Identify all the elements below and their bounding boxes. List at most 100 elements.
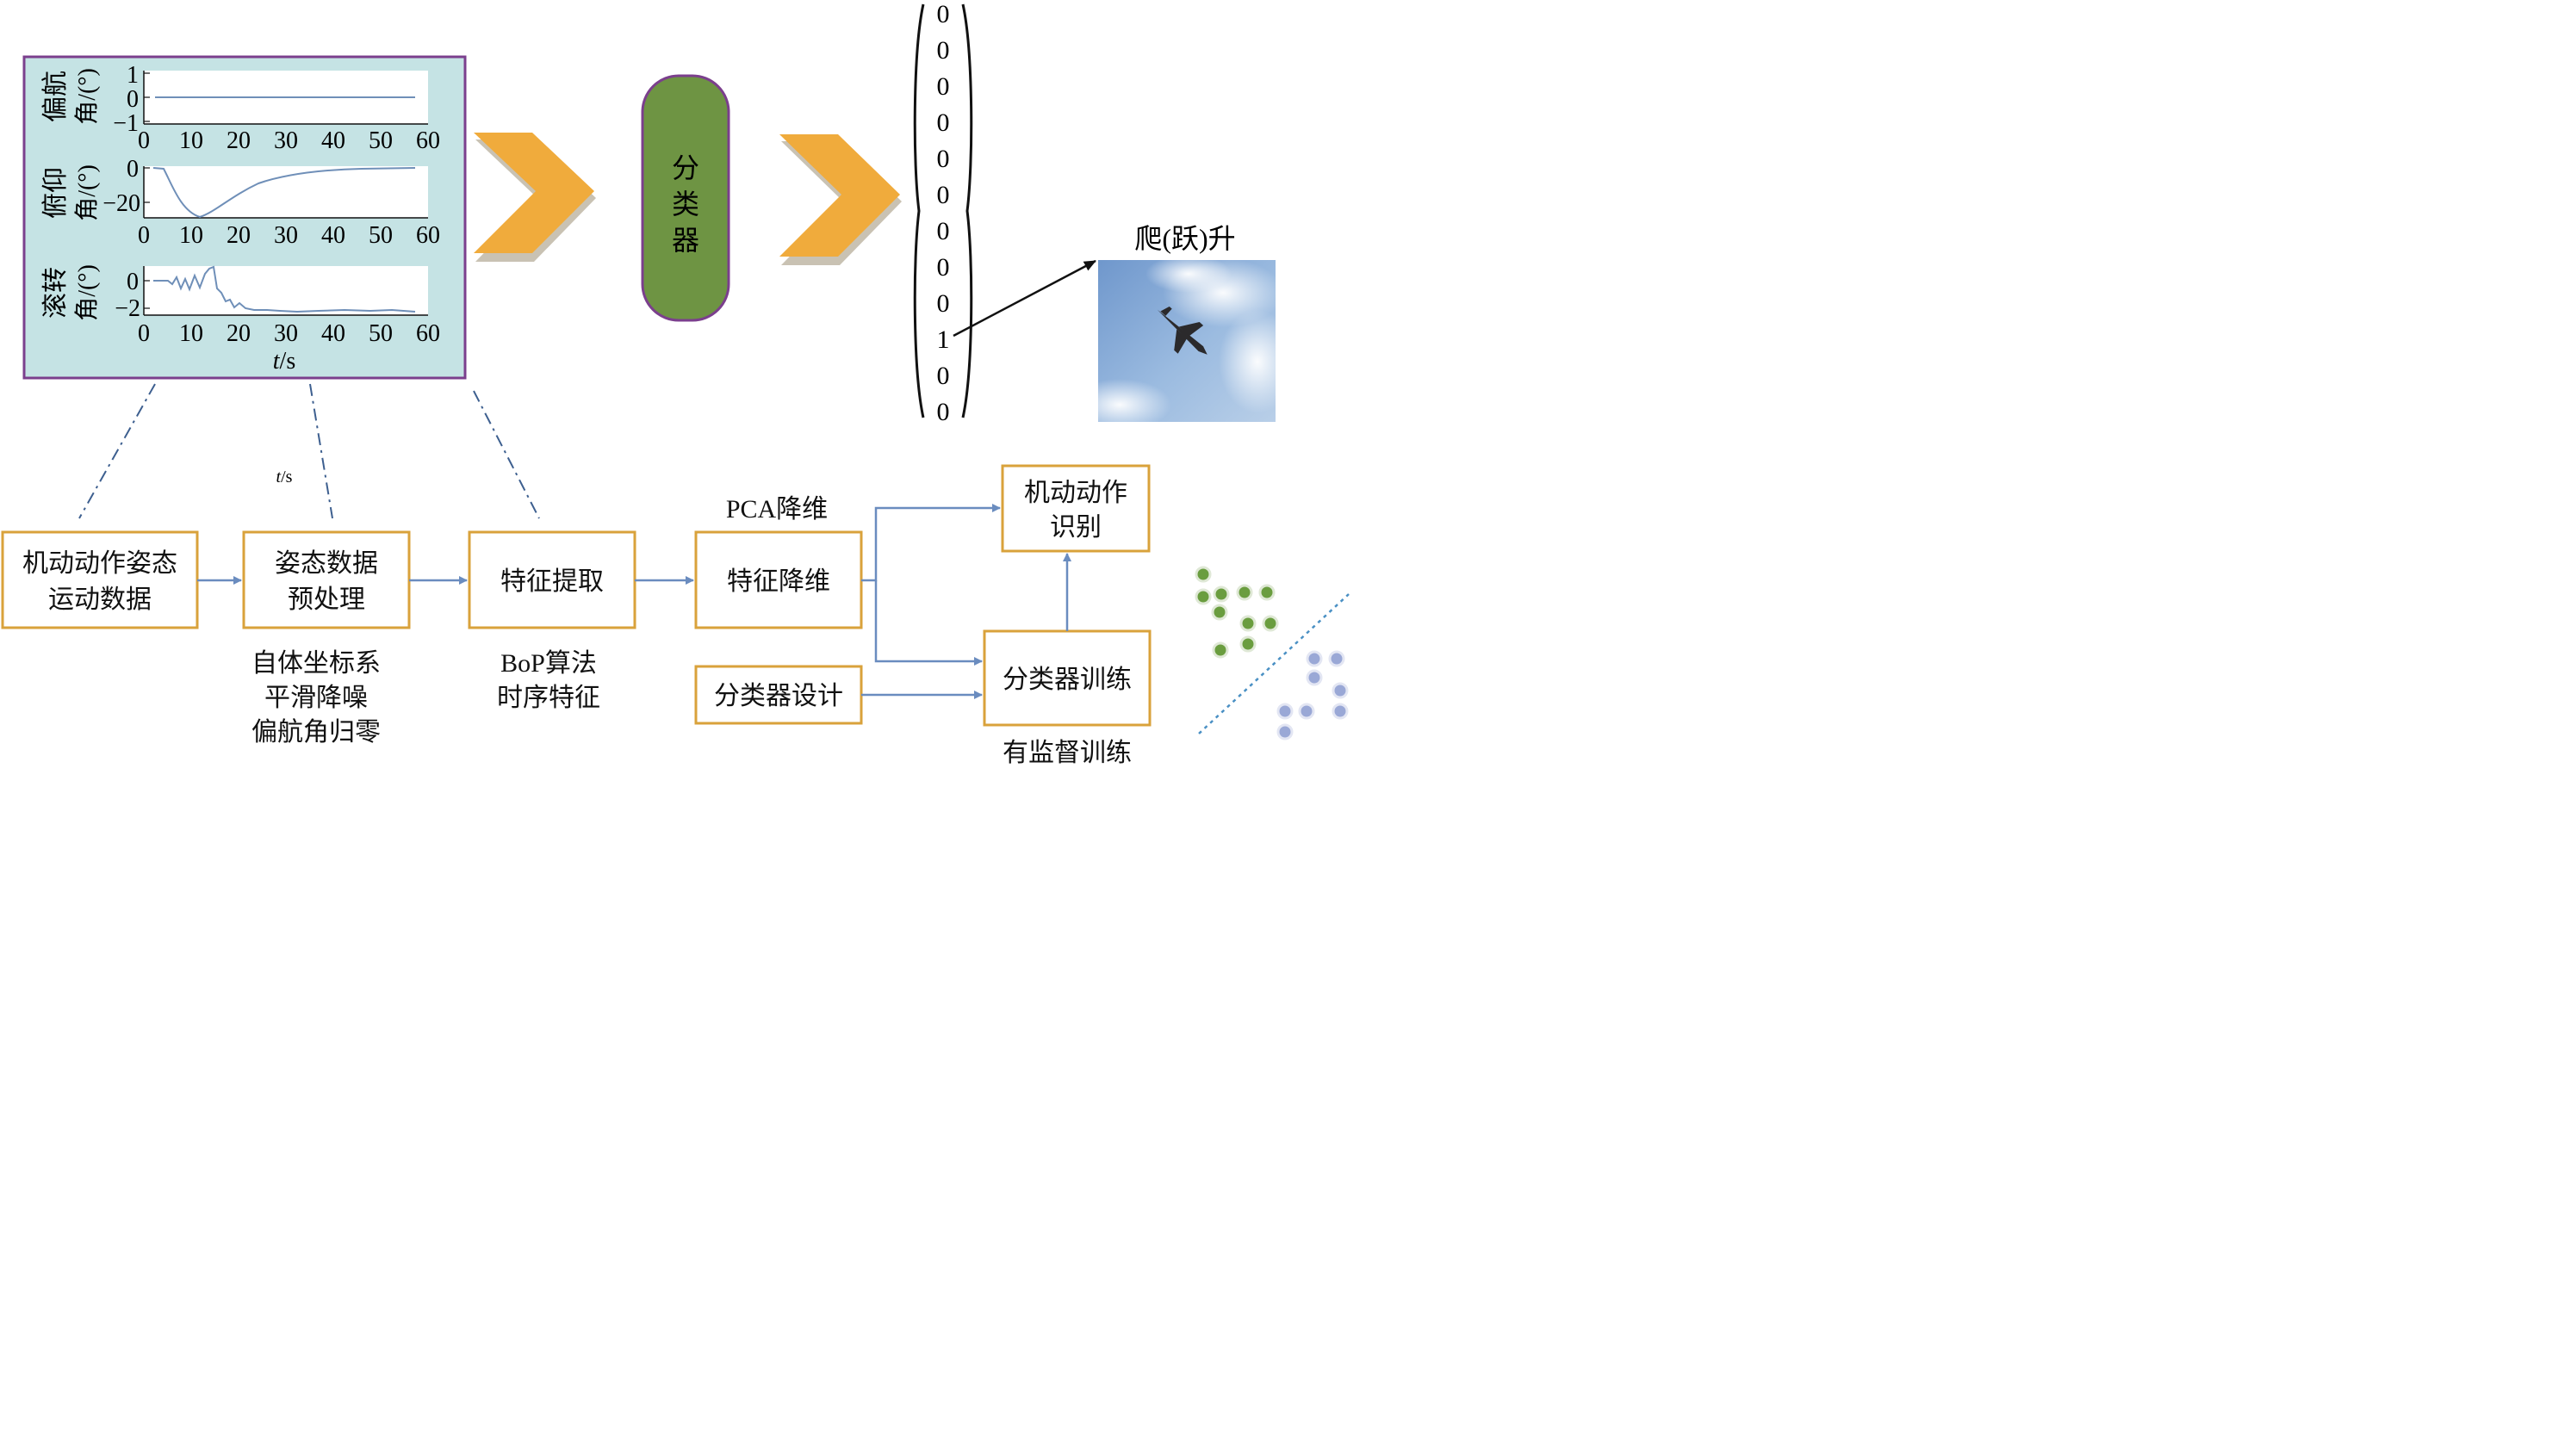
roll-ytick-neg2: −2 xyxy=(115,295,140,322)
vector-value: 0 xyxy=(937,289,950,318)
vector-value: 0 xyxy=(937,362,950,390)
xtick-label: 30 xyxy=(274,222,298,249)
xtick-label: 20 xyxy=(227,320,251,347)
vector-value: 0 xyxy=(937,253,950,282)
xtick-label: 30 xyxy=(274,320,298,347)
plot-xlabel: t/s xyxy=(273,348,295,375)
classifier-train-label: 分类器训练 xyxy=(1003,665,1132,695)
vector-value: 0 xyxy=(937,217,950,245)
vector-value: 0 xyxy=(937,72,950,101)
feature-extract-box xyxy=(468,530,636,629)
pitch-ylabel-line1: 俯仰 xyxy=(41,167,70,219)
classifier-design-box xyxy=(694,665,863,725)
vector-value: 0 xyxy=(937,398,950,426)
feature-reduce-box xyxy=(694,530,863,629)
preprocess-note-3: 偏航角归零 xyxy=(251,718,381,747)
preprocess-box xyxy=(242,530,411,629)
xtick-label: 10 xyxy=(179,127,203,154)
feature-note-1: BoP算法 xyxy=(500,649,597,678)
blue-dot xyxy=(1306,650,1323,667)
yaw-ylabel-line1: 偏航 xyxy=(41,71,70,122)
green-dot xyxy=(1258,584,1276,601)
recognition-line1: 机动动作 xyxy=(1024,478,1127,508)
xtick-label: 10 xyxy=(179,320,203,347)
feature-extract-label: 特征提取 xyxy=(500,567,604,597)
yaw-ytick-0: 0 xyxy=(127,86,139,113)
green-dot xyxy=(1195,588,1212,605)
aircraft-photo xyxy=(1068,255,1296,431)
xtick-label: 50 xyxy=(369,222,393,249)
blue-dot xyxy=(1332,703,1349,720)
blue-dot xyxy=(1276,703,1294,720)
xtick-label: 0 xyxy=(138,320,150,347)
classifier-char-3: 器 xyxy=(672,225,699,256)
vector-left-bracket xyxy=(913,3,925,418)
class-b-dots xyxy=(1276,650,1349,740)
classifier-train-box xyxy=(983,629,1152,727)
flow-arrows xyxy=(197,504,1071,699)
pitch-ylabel-line2: 角/(°) xyxy=(73,164,101,221)
blue-dot xyxy=(1306,669,1323,686)
motion-data-line1: 机动动作姿态 xyxy=(22,548,177,579)
vector-value: 0 xyxy=(937,145,950,173)
xtick-label: 60 xyxy=(416,127,440,154)
motion-data-line2: 运动数据 xyxy=(48,585,152,615)
preprocess-note-2: 平滑降噪 xyxy=(264,684,368,712)
green-dot xyxy=(1236,584,1253,601)
xtick-label: 50 xyxy=(369,320,393,347)
vector-value: 0 xyxy=(937,0,950,28)
yaw-ytick-1: 1 xyxy=(127,62,139,89)
xtick-label: 30 xyxy=(274,127,298,154)
preprocess-line1: 姿态数据 xyxy=(275,548,378,579)
classifier-char-1: 分 xyxy=(672,152,699,183)
chevron-arrow-right xyxy=(779,134,902,265)
jet-icon xyxy=(1157,307,1208,355)
result-pointer-arrow xyxy=(953,259,1096,338)
vector-right-bracket xyxy=(961,3,973,418)
xtick-label: 20 xyxy=(227,127,251,154)
vector-value: 0 xyxy=(937,36,950,65)
blue-dot xyxy=(1298,703,1315,720)
stray-axis-label: t/s xyxy=(276,468,293,486)
xtick-label: 60 xyxy=(416,222,440,249)
xtick-label: 0 xyxy=(138,222,150,249)
xtick-label: 40 xyxy=(321,222,345,249)
vector-value: 1 xyxy=(937,325,950,354)
xtick-label: 40 xyxy=(321,320,345,347)
feature-reduce-label: 特征降维 xyxy=(727,567,830,597)
blue-dot xyxy=(1332,682,1349,699)
green-dot xyxy=(1239,635,1257,653)
chevron-arrow-left xyxy=(474,133,596,262)
xtick-label: 40 xyxy=(321,127,345,154)
yaw-ylabel-line2: 角/(°) xyxy=(73,68,101,125)
classifier-design-label: 分类器设计 xyxy=(714,681,843,711)
green-dot xyxy=(1262,615,1279,632)
pca-label: PCA降维 xyxy=(726,495,828,524)
preprocess-note-1: 自体坐标系 xyxy=(251,649,381,678)
classifier-char-2: 类 xyxy=(672,189,699,220)
vector-value: 0 xyxy=(937,181,950,209)
roll-ytick-0: 0 xyxy=(127,269,139,295)
recognition-line2: 识别 xyxy=(1050,512,1102,542)
classification-scatter-icon xyxy=(1195,566,1350,740)
blue-dot xyxy=(1276,723,1294,740)
classifier-block xyxy=(641,74,730,322)
roll-ylabel-line2: 角/(°) xyxy=(73,264,101,321)
class-a-dots xyxy=(1195,566,1279,659)
xtick-label: 20 xyxy=(227,222,251,249)
decision-boundary xyxy=(1198,593,1350,734)
green-dot xyxy=(1211,604,1228,621)
xtick-label: 0 xyxy=(138,127,150,154)
green-dot xyxy=(1212,641,1229,659)
xtick-label: 50 xyxy=(369,127,393,154)
pitch-ytick-neg20: −20 xyxy=(102,190,140,217)
xtick-label: 60 xyxy=(416,320,440,347)
feature-note-2: 时序特征 xyxy=(497,684,600,712)
recognition-box xyxy=(1001,464,1151,553)
blue-dot xyxy=(1328,650,1345,667)
